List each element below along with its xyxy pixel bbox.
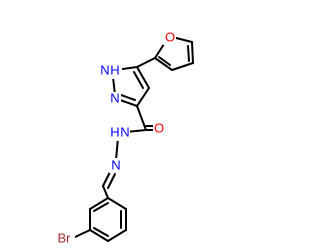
imine-n-label: N <box>111 157 120 172</box>
bond-ar-1 <box>107 197 127 210</box>
pyrazole-n2-label: N <box>110 90 119 105</box>
bond-furan-c5-c4 <box>191 41 194 64</box>
bond-pyr-c4-c5 <box>136 66 150 89</box>
bond-furan-pyrazole <box>136 57 156 68</box>
bromine-label: Br <box>58 230 72 245</box>
bond-pyr-n2-c3-double <box>120 94 136 101</box>
bond-nh-n <box>115 137 119 161</box>
furan-ring <box>154 37 194 71</box>
bond-pyr-n2-c3 <box>119 99 138 107</box>
bond-furan-c3-c2-double <box>158 56 171 66</box>
pyrazole-n1-label: N <box>100 62 109 77</box>
bond-ar-6-double <box>93 202 109 212</box>
bond-furan-o-c5 <box>175 37 193 43</box>
bond-ar-6 <box>89 197 109 210</box>
bond-pyr-carbonyl <box>136 105 147 131</box>
carbonyl-oxygen-label: O <box>154 120 164 135</box>
bond-ch-ring <box>102 185 109 199</box>
hydrazide-n-label: N <box>120 124 129 139</box>
bond-furan-c3-c2 <box>154 57 173 71</box>
bond-n-ch-double <box>107 173 116 189</box>
pyrazole-ring <box>112 66 150 107</box>
molecular-structure: O N H N O H N N Br <box>55 29 194 246</box>
bond-ar-4-double <box>93 227 109 237</box>
bond-furan-c4-c3 <box>171 62 194 71</box>
bond-furan-c5-c4-double <box>187 45 190 62</box>
hydrazide-h-label: H <box>110 124 119 139</box>
benzene-ring <box>89 197 127 242</box>
furan-oxygen-label: O <box>165 29 175 44</box>
bond-ar-4 <box>89 229 109 242</box>
pyrazole-n1-h-label: H <box>110 62 119 77</box>
bond-c-br <box>72 229 91 239</box>
bond-pyr-c3-c4 <box>136 87 150 107</box>
bond-pyr-c4-c5-double <box>133 71 144 89</box>
atom-labels: O N H N O H N N Br <box>55 29 176 246</box>
bond-ar-3 <box>107 229 127 242</box>
bond-n-ch <box>102 171 111 187</box>
